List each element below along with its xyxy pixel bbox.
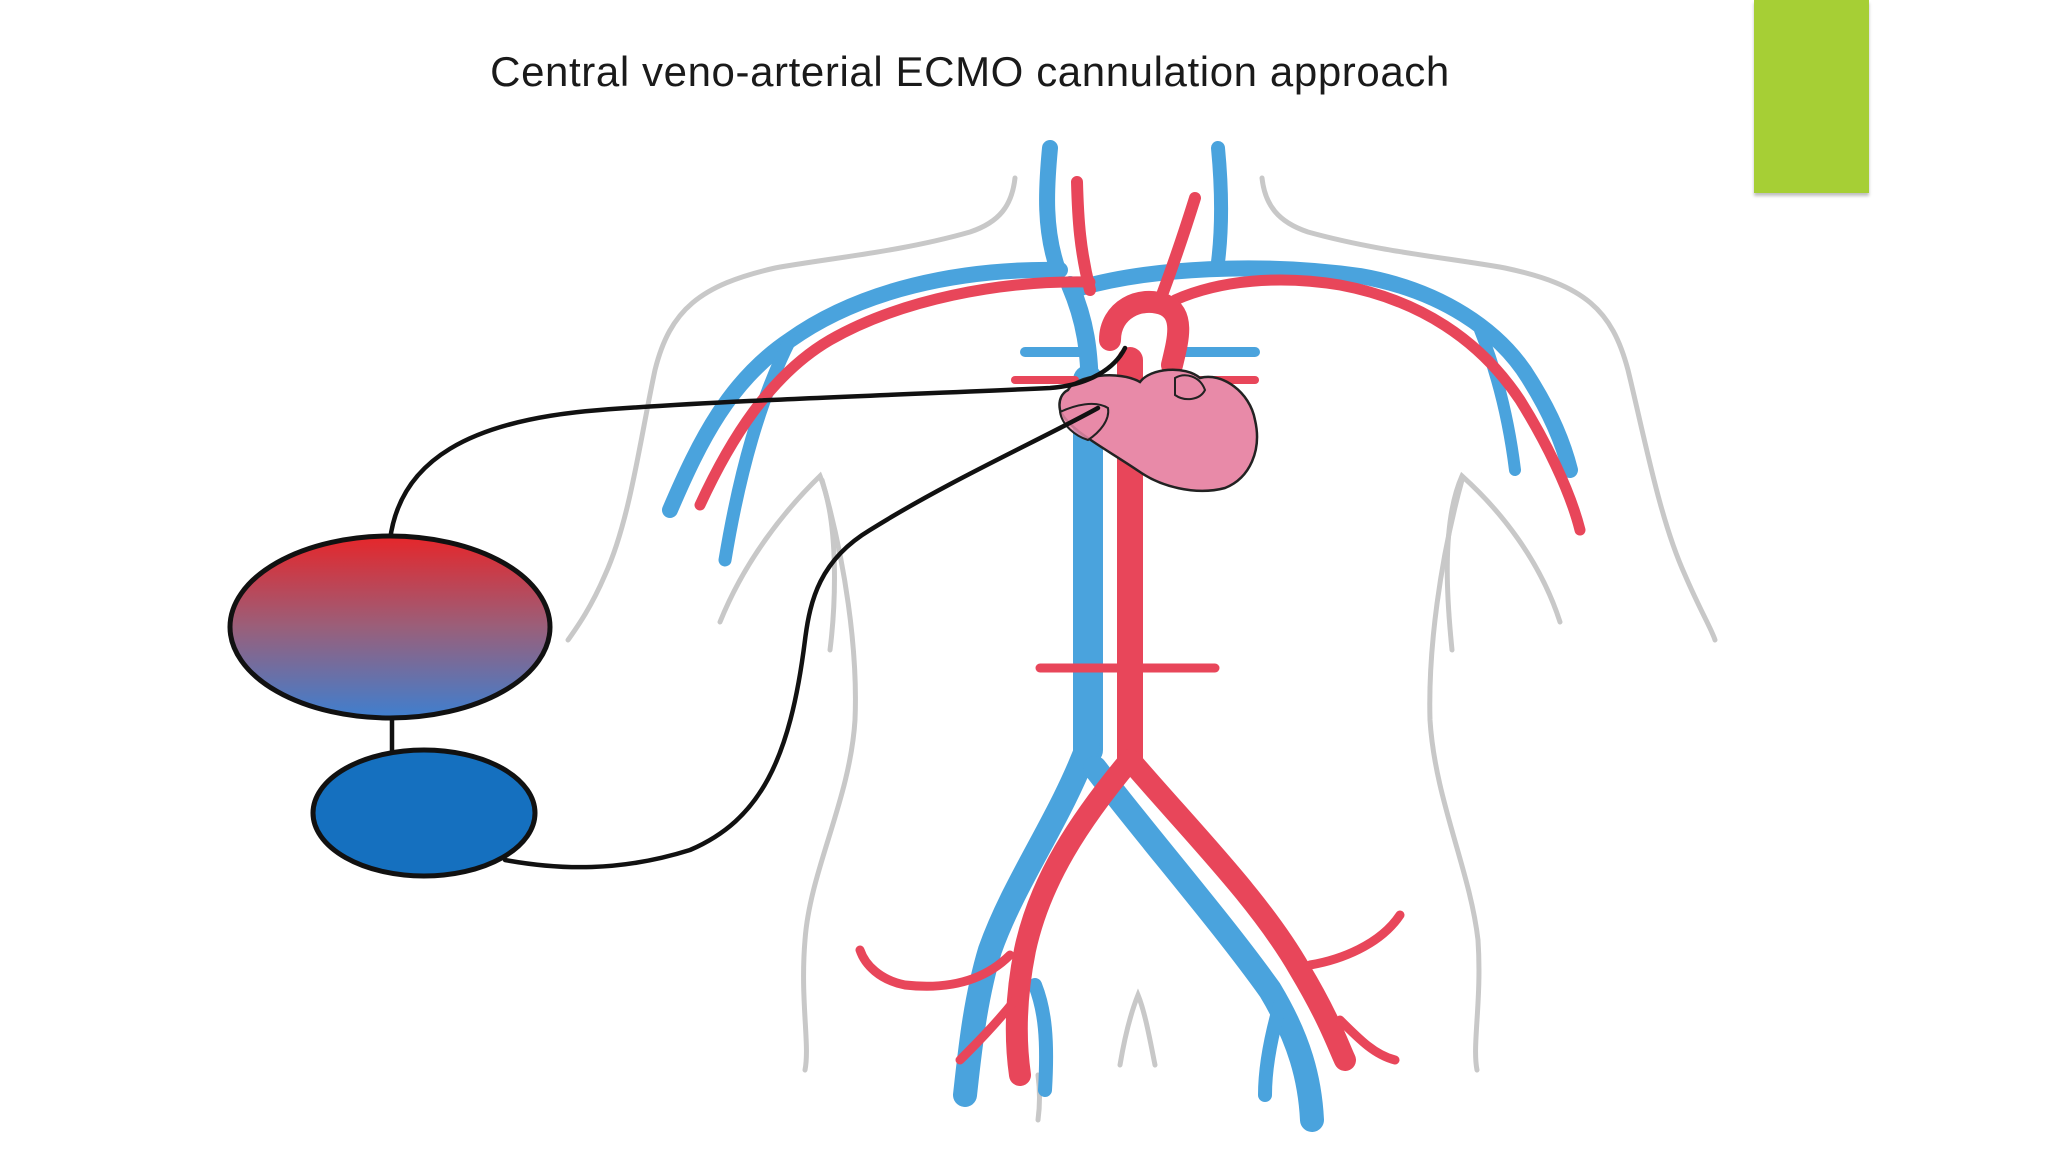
left-subclavian-artery [694, 276, 1096, 511]
right-femoral-branch-vein [1258, 998, 1287, 1102]
left-jugular-vein [1039, 140, 1066, 278]
left-leg-outline [1035, 1072, 1042, 1123]
accent-tab [1754, 0, 1869, 193]
ecmo-tubing [387, 345, 1128, 870]
right-subclavian-artery [1169, 274, 1586, 536]
right-femoral-artery-branch [1305, 910, 1405, 970]
left-femoral-branch-vein [1028, 978, 1054, 1097]
body-outline [565, 175, 1718, 1123]
left-atrium [1174, 374, 1207, 401]
return-cannula [387, 345, 1128, 543]
neck-left-outline [565, 175, 1018, 643]
ecmo-oxygenator [227, 533, 553, 721]
right-arm-inner [1444, 471, 1563, 653]
drainage-cannula [502, 405, 1101, 870]
right-femoral-artery-deep [1335, 1015, 1400, 1065]
right-atrium [1058, 402, 1110, 442]
left-femoral-artery-deep [955, 995, 1020, 1065]
right-subclavian-vein [1072, 260, 1578, 478]
neck-right-outline [1259, 175, 1718, 643]
right-torso-outline [1427, 477, 1482, 1073]
right-iliac-artery [1119, 749, 1356, 1071]
right-arm-vein-2 [1474, 324, 1521, 476]
left-femoral-artery-branch [855, 945, 1015, 991]
left-arm-vein-2 [718, 333, 797, 567]
aortic-arch [1099, 290, 1190, 376]
left-torso-outline [801, 477, 858, 1073]
left-iliac-artery [1005, 749, 1141, 1086]
left-arm-inner [717, 471, 837, 653]
slide-title: Central veno-arterial ECMO cannulation a… [490, 48, 1450, 95]
right-jugular-vein [1211, 141, 1228, 269]
right-carotid-artery [1156, 192, 1201, 301]
left-carotid-artery [1071, 176, 1096, 296]
right-iliac-vein [1083, 756, 1324, 1132]
crotch-outline [1117, 988, 1158, 1068]
ecmo-pump [310, 747, 538, 879]
